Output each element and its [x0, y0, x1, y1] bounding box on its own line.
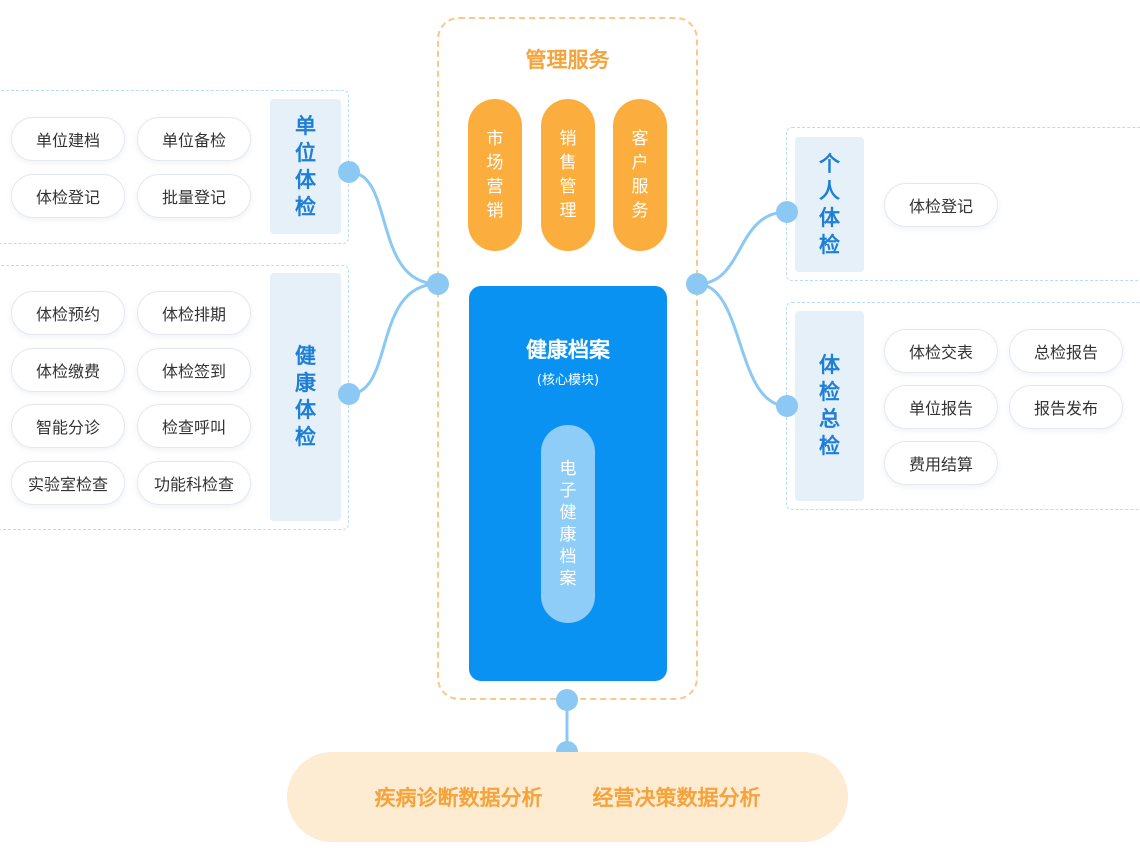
chip-checkin[interactable]: 体检签到: [137, 348, 251, 392]
connector-dot: [556, 689, 578, 711]
connector-dot: [776, 201, 798, 223]
chip-personal-register[interactable]: 体检登记: [884, 183, 998, 227]
core-title: 健康档案: [526, 338, 610, 362]
analysis-item-disease[interactable]: 疾病诊断数据分析: [374, 786, 543, 810]
chip-unit-record[interactable]: 单位建档: [11, 117, 125, 161]
management-title: 管理服务: [525, 48, 610, 72]
group-label-text: 单位体检: [295, 113, 316, 219]
group-label-text: 体检总检: [819, 353, 840, 458]
management-item-label: 市场营销: [486, 129, 504, 221]
connector-dot: [338, 161, 360, 183]
management-item-label: 销售管理: [559, 129, 577, 221]
chip-checkup-register[interactable]: 体检登记: [11, 174, 125, 218]
management-item-marketing[interactable]: 市场营销: [468, 99, 522, 251]
group-label-personal-checkup: 个人体检: [795, 137, 864, 272]
chip-appointment[interactable]: 体检预约: [11, 291, 125, 335]
chip-batch-register[interactable]: 批量登记: [137, 174, 251, 218]
chip-payment[interactable]: 体检缴费: [11, 348, 125, 392]
chip-exam-call[interactable]: 检查呼叫: [137, 404, 251, 448]
group-label-unit-checkup: 单位体检: [270, 99, 341, 234]
chip-final-report[interactable]: 总检报告: [1009, 329, 1123, 373]
management-item-sales[interactable]: 销售管理: [541, 99, 595, 251]
chip-form-submit[interactable]: 体检交表: [884, 329, 998, 373]
management-item-customer-service[interactable]: 客户服务: [613, 99, 667, 251]
analysis-bar: 疾病诊断数据分析 经营决策数据分析: [287, 752, 848, 842]
chip-report-publish[interactable]: 报告发布: [1009, 385, 1123, 429]
core-module[interactable]: 健康档案 (核心模块) 电子健康档案: [469, 286, 667, 681]
analysis-item-business[interactable]: 经营决策数据分析: [592, 786, 761, 810]
group-label-final-review: 体检总检: [795, 311, 864, 501]
group-label-text: 个人体检: [819, 151, 840, 257]
connector-dot: [427, 273, 449, 295]
chip-scheduling[interactable]: 体检排期: [137, 291, 251, 335]
core-subtitle: (核心模块): [536, 373, 600, 388]
chip-lab-exam[interactable]: 实验室检查: [11, 461, 125, 505]
connector-dot: [776, 395, 798, 417]
chip-unit-prep[interactable]: 单位备检: [137, 117, 251, 161]
group-label-text: 健康体检: [295, 344, 316, 449]
chip-unit-report[interactable]: 单位报告: [884, 385, 998, 429]
connector-dot: [686, 273, 708, 295]
management-item-label: 客户服务: [631, 129, 649, 221]
core-inner-pill[interactable]: 电子健康档案: [541, 425, 595, 623]
core-inner-label: 电子健康档案: [559, 459, 577, 589]
group-label-health-checkup: 健康体检: [270, 273, 341, 521]
chip-fee-settlement[interactable]: 费用结算: [884, 441, 998, 485]
chip-function-exam[interactable]: 功能科检查: [137, 461, 251, 505]
connector-dot: [338, 383, 360, 405]
chip-smart-triage[interactable]: 智能分诊: [11, 404, 125, 448]
